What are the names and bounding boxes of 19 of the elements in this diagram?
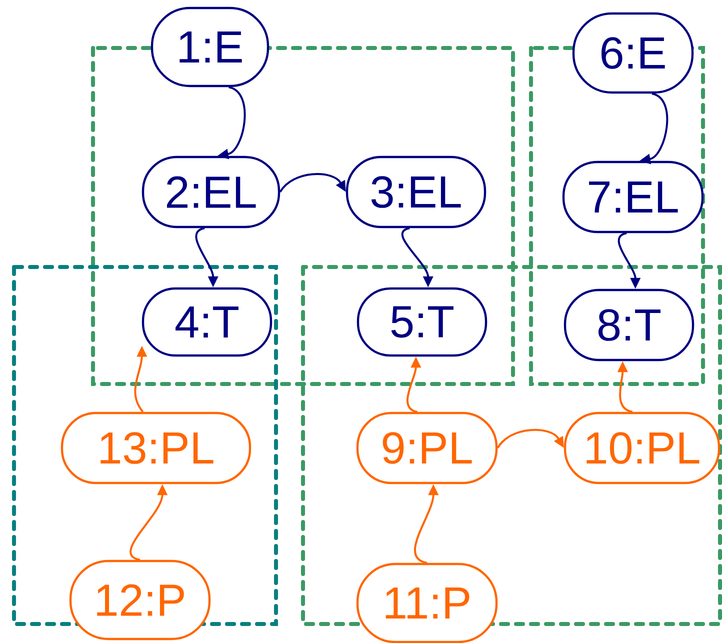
node-label: 11:P bbox=[386, 588, 470, 618]
node-label: 12:P bbox=[97, 584, 184, 616]
rounded-node: 4:T bbox=[142, 287, 272, 357]
rounded-node: 5:T bbox=[356, 287, 488, 357]
node-label: 6:E bbox=[602, 37, 665, 69]
rounded-node: 11:P bbox=[356, 562, 498, 643]
rounded-node: 3:EL bbox=[346, 156, 486, 228]
rounded-node: 1:E bbox=[150, 6, 270, 88]
arrow bbox=[496, 428, 564, 449]
rounded-node: 7:EL bbox=[562, 160, 704, 234]
rounded-node: 12:P bbox=[69, 560, 211, 640]
node-label: 7:EL bbox=[589, 182, 678, 212]
rounded-node: 8:T bbox=[564, 288, 694, 362]
rounded-node: 6:E bbox=[572, 12, 694, 94]
arrow bbox=[279, 173, 346, 193]
rounded-node: 10:PL bbox=[564, 412, 720, 484]
rounded-node: 9:PL bbox=[356, 412, 498, 484]
rounded-node: 2:EL bbox=[142, 156, 280, 228]
rounded-node: 13:PL bbox=[60, 412, 252, 484]
